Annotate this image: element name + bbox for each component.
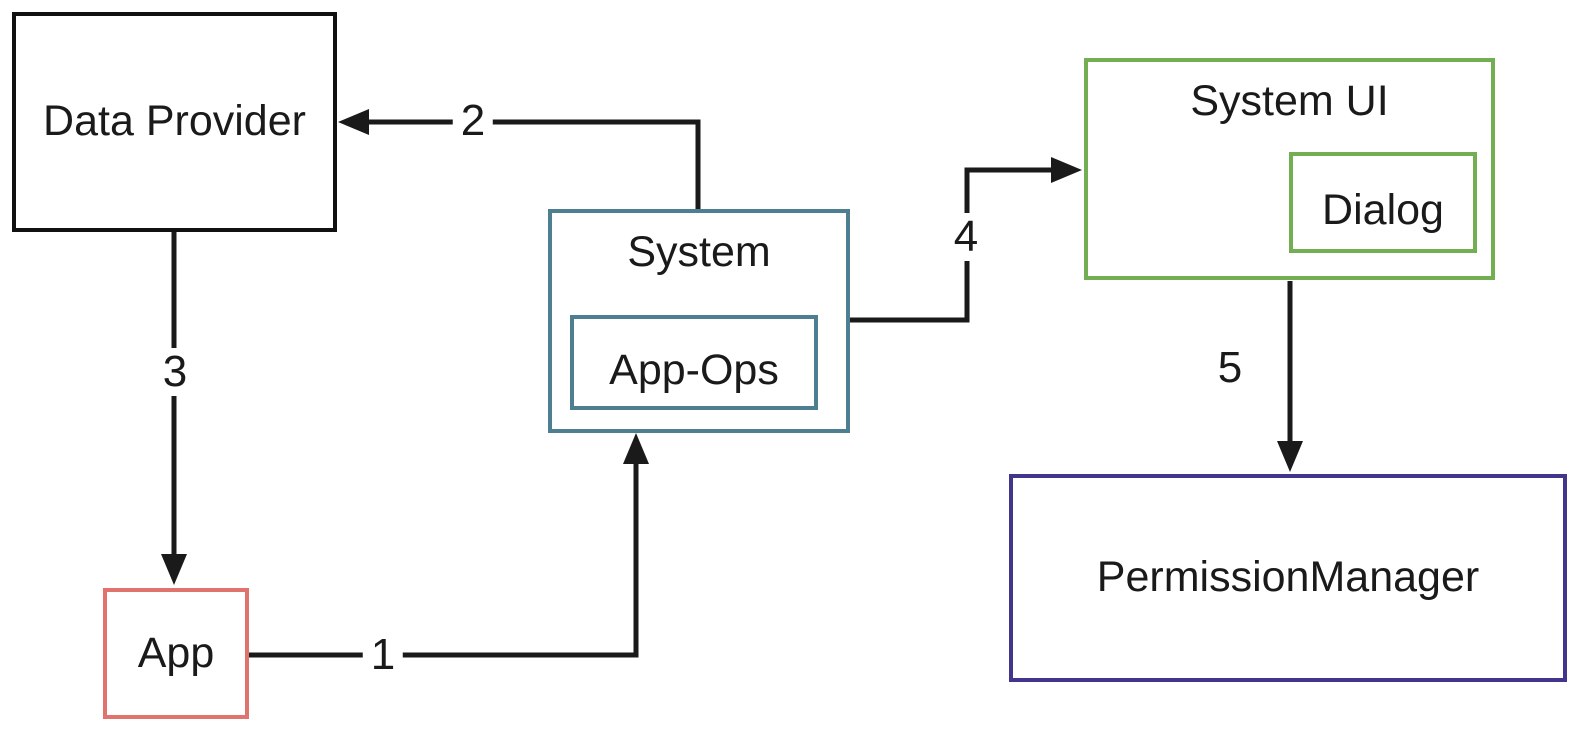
node-app-ops: App-Ops	[570, 315, 818, 410]
node-app-label: App	[137, 628, 215, 677]
node-system-ui: System UI Dialog	[1084, 58, 1495, 280]
node-app-ops-label: App-Ops	[609, 345, 779, 394]
edge-2-label: 2	[452, 97, 494, 145]
node-permission-manager: PermissionManager	[1009, 474, 1567, 682]
edge-1-line	[249, 450, 639, 658]
node-system: System App-Ops	[548, 209, 850, 433]
node-system-ui-label: System UI	[1190, 77, 1389, 125]
edge-1-arrowhead	[623, 433, 649, 464]
node-data-provider: Data Provider	[12, 12, 337, 232]
node-system-label: System	[627, 228, 771, 276]
node-dialog: Dialog	[1289, 152, 1477, 253]
node-app: App	[103, 588, 249, 719]
edge-4-label: 4	[945, 213, 987, 261]
edge-5-label: 5	[1209, 344, 1251, 392]
edge-5-arrowhead	[1277, 441, 1303, 472]
edge-4-arrowhead	[1051, 157, 1082, 183]
edge-3-arrowhead	[161, 554, 187, 585]
edge-2-line	[355, 119, 701, 209]
node-dialog-label: Dialog	[1322, 185, 1444, 234]
edge-1-label: 1	[362, 631, 404, 679]
node-data-provider-label: Data Provider	[43, 97, 306, 146]
node-permission-manager-label: PermissionManager	[1096, 553, 1480, 602]
edge-2-arrowhead	[338, 109, 369, 135]
edge-3-label: 3	[154, 348, 196, 396]
